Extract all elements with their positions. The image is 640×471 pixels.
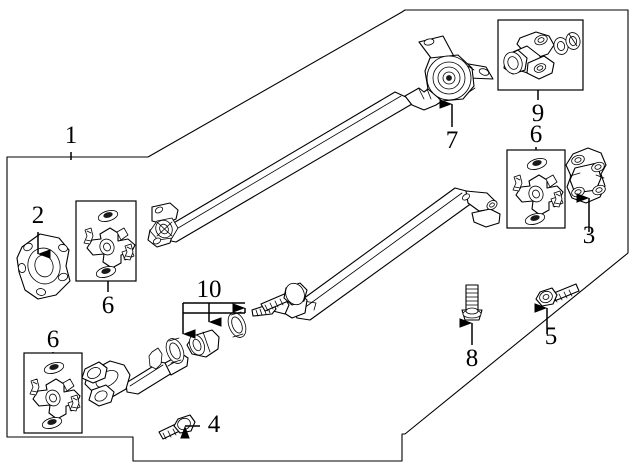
flange-yoke-right xyxy=(565,147,607,204)
callout-number-6-lower-left: 6 xyxy=(47,326,60,353)
front-drive-shaft xyxy=(147,84,468,248)
callout-number-8: 8 xyxy=(466,345,479,372)
callout-number-7: 7 xyxy=(446,127,459,154)
callout-number-9: 9 xyxy=(532,100,545,127)
callout-labels: 1 2 3 4 5 6 6 6 7 8 9 10 xyxy=(32,100,596,438)
callout-number-1: 1 xyxy=(65,122,78,149)
callout-number-3: 3 xyxy=(583,222,596,249)
leader-lines xyxy=(37,90,590,439)
bolt-5 xyxy=(535,283,580,307)
bolt-4 xyxy=(158,414,196,440)
ujoint-kit-right xyxy=(506,149,566,229)
callout-number-2: 2 xyxy=(32,202,45,229)
callout-number-6-upper-left: 6 xyxy=(102,292,115,319)
slip-yoke-assembly xyxy=(497,19,584,91)
boot-seal-kit xyxy=(148,282,308,370)
ujoint-kit-lower-left xyxy=(23,352,83,434)
callout-number-6-right: 6 xyxy=(530,121,543,148)
callout-number-5: 5 xyxy=(545,323,558,350)
center-support-bearing xyxy=(418,35,494,102)
bolt-8 xyxy=(461,284,483,321)
slip-yoke-shaft xyxy=(81,353,189,407)
driveline-assembly-group xyxy=(6,9,629,462)
ujoint-kit-upper-left xyxy=(75,200,137,282)
companion-flange xyxy=(16,233,71,300)
callout-number-10: 10 xyxy=(197,276,222,303)
callout-number-4: 4 xyxy=(208,411,221,438)
